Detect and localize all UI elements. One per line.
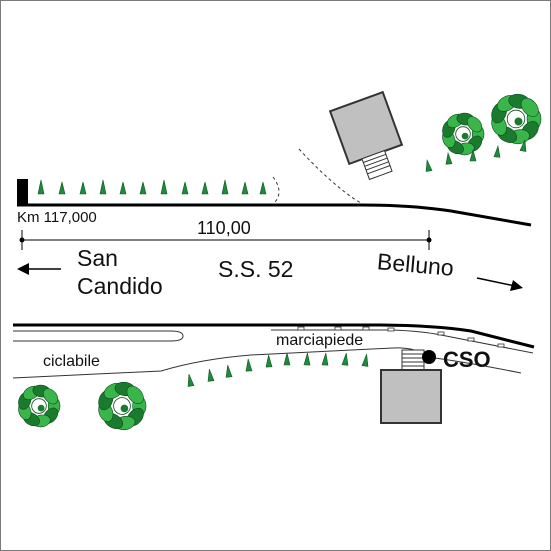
direction-west-line2: Candido [77, 273, 163, 299]
shrub-icon [469, 148, 477, 162]
stairs-south [401, 349, 425, 373]
shrub-icon [493, 144, 501, 158]
bike-path-label: ciclabile [43, 353, 100, 370]
road-name: S.S. 52 [218, 256, 293, 282]
tree-icon [98, 381, 147, 431]
shrub-icon [425, 159, 433, 172]
shrub-icon [361, 354, 369, 367]
road-spur-east [434, 357, 522, 374]
tree-icon [442, 112, 485, 156]
shrub-icon [119, 181, 127, 195]
shrub-icon [37, 179, 45, 195]
bike-path-edge-south [12, 347, 422, 379]
tree-icon [491, 93, 542, 145]
driveway-dashed-small [272, 176, 280, 205]
direction-east-label: Belluno [376, 248, 455, 281]
sidewalk-curb-ticks [297, 326, 505, 348]
shrub-icon [139, 181, 147, 195]
building-south [380, 369, 442, 424]
building-north [328, 90, 404, 166]
sidewalk-label: marciapiede [276, 332, 363, 349]
shrub-icon [225, 364, 233, 378]
shrub-icon [265, 354, 273, 368]
shrub-group-northeast [425, 139, 527, 172]
shrub-row-north [37, 179, 267, 195]
shrub-icon [181, 181, 189, 195]
station-code: CSO [443, 347, 491, 372]
shrub-icon [58, 181, 66, 195]
stairs-north [361, 149, 393, 181]
road-edge-north [17, 203, 532, 227]
building-icon [328, 90, 404, 166]
shrub-icon [341, 352, 349, 366]
road-edge-south [13, 323, 535, 349]
shrub-icon [245, 358, 253, 372]
shrub-icon [187, 374, 195, 387]
tree-group-north [442, 93, 542, 156]
bike-path-edge-north [13, 330, 184, 342]
shrub-icon [259, 181, 267, 195]
arrow-left-icon [17, 263, 61, 275]
shrub-icon [99, 179, 107, 195]
station-dot-icon [422, 350, 436, 364]
tree-icon [18, 384, 61, 428]
direction-west-line1: San [77, 245, 118, 271]
shrub-icon [221, 179, 229, 195]
shrub-row-south [187, 352, 369, 387]
km-marker-post [17, 179, 28, 204]
distance-label: 110,00 [197, 218, 251, 238]
km-marker-label: Km 117,000 [17, 209, 97, 226]
shrub-icon [519, 139, 527, 152]
shrub-icon [283, 352, 291, 366]
shrub-icon [445, 151, 453, 165]
shrub-icon [79, 181, 87, 195]
shrub-icon [207, 369, 215, 382]
shrub-icon [201, 181, 209, 195]
shrub-icon [160, 179, 168, 195]
shrub-icon [303, 352, 311, 366]
dimension-line [19, 230, 432, 250]
tree-group-south [18, 381, 147, 431]
shrub-icon [241, 181, 249, 195]
arrow-right-icon [476, 277, 523, 291]
shrub-icon [321, 352, 329, 366]
